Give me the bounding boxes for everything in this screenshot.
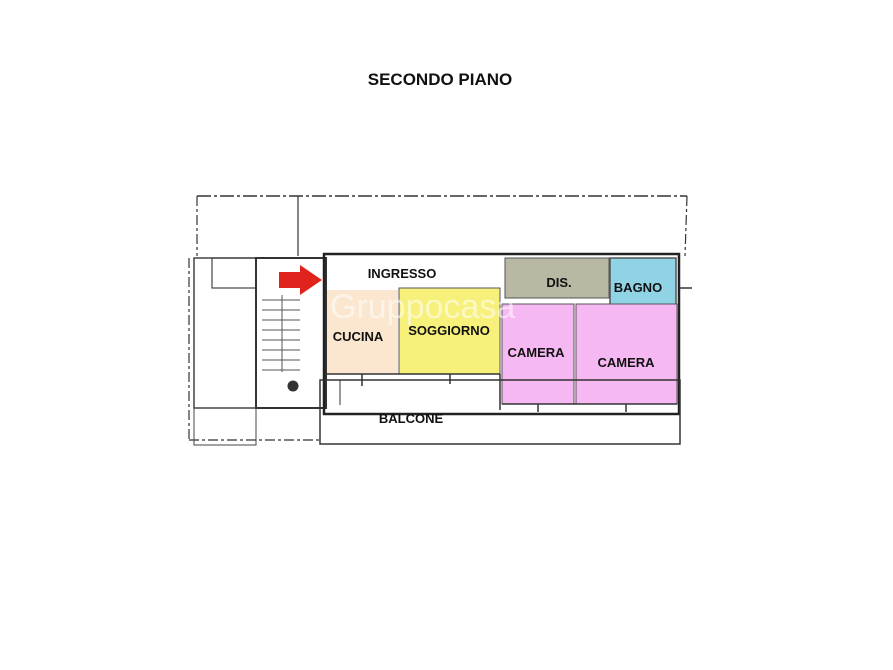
balcone-outline	[319, 379, 681, 445]
label-bagno: BAGNO	[614, 280, 662, 295]
room-dis	[504, 257, 610, 299]
room-camera-2	[575, 303, 678, 405]
label-cucina: CUCINA	[333, 329, 384, 344]
label-soggiorno: SOGGIORNO	[408, 323, 490, 338]
label-camera-1: CAMERA	[507, 345, 565, 360]
plan-title: SECONDO PIANO	[368, 70, 513, 89]
label-balcone: BALCONE	[379, 411, 444, 426]
label-ingresso: INGRESSO	[368, 266, 437, 281]
label-camera-2: CAMERA	[597, 355, 655, 370]
arrow-right-icon	[279, 265, 322, 295]
stairwell	[193, 257, 327, 446]
watermark-logo: Gruppocasa	[330, 288, 515, 326]
elevator-icon	[287, 380, 299, 392]
room-cucina	[327, 290, 398, 374]
apartment-walls	[322, 252, 681, 416]
building-outline	[188, 195, 688, 441]
label-dis: DIS.	[546, 275, 571, 290]
